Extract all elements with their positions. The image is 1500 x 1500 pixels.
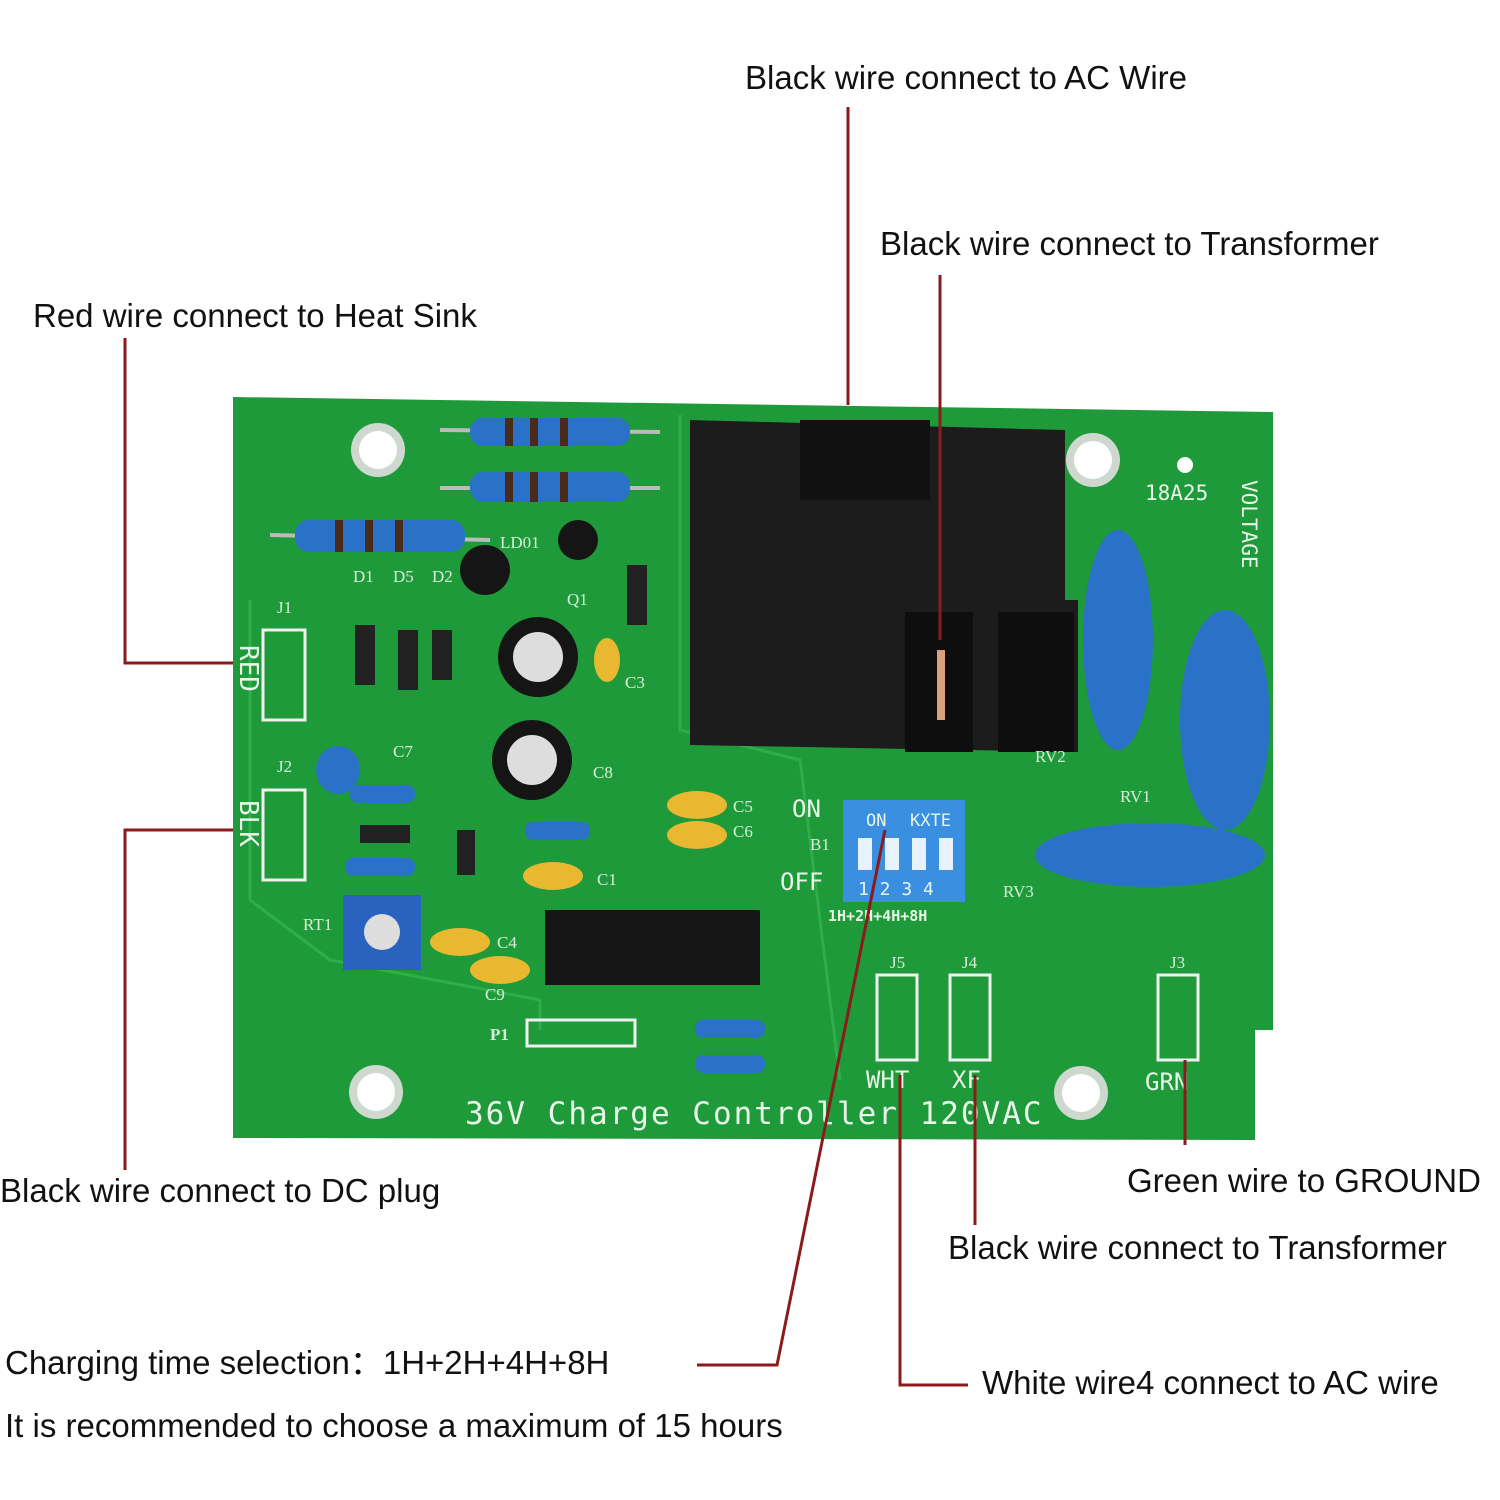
capacitors — [316, 520, 727, 984]
board-title: 36V Charge Controller 120VAC — [465, 1096, 1044, 1132]
callout-dc-plug: Black wire connect to DC plug — [0, 1172, 440, 1209]
d1-label: D1 — [353, 567, 374, 586]
rv2-label: RV2 — [1035, 747, 1066, 766]
d5-label: D5 — [393, 567, 414, 586]
callout-charging-time: Charging time selection：1H+2H+4H+8H — [5, 1344, 609, 1381]
callout-white-wire: White wire4 connect to AC wire — [982, 1364, 1439, 1401]
dip-times: 1H+2H+4H+8H — [828, 907, 927, 925]
j2-label: J2 — [277, 757, 292, 776]
callout-ac-wire: Black wire connect to AC Wire — [745, 59, 1187, 96]
p1-label: P1 — [490, 1025, 509, 1044]
blk-label: BLK — [233, 800, 263, 847]
connectors — [261, 628, 1200, 1062]
c6-label: C6 — [733, 822, 753, 841]
d2-label: D2 — [432, 567, 453, 586]
dip-on-small: ON — [866, 811, 886, 831]
j1-label: J1 — [277, 598, 292, 617]
resistors — [269, 418, 765, 1073]
wht-label: WHT — [866, 1066, 909, 1094]
rt1-label: RT1 — [303, 915, 332, 934]
diodes — [355, 565, 647, 875]
rv1-label: RV1 — [1120, 787, 1151, 806]
callout-ground: Green wire to GROUND — [1127, 1162, 1481, 1199]
c3-label: C3 — [625, 673, 645, 692]
pcb-board: 36V Charge Controller 120VAC 18A25 VOLTA… — [233, 397, 1273, 1140]
c8-label: C8 — [593, 763, 613, 782]
red-label: RED — [233, 645, 263, 692]
grn-label: GRN — [1145, 1068, 1188, 1096]
callout-recommendation: It is recommended to choose a maximum of… — [5, 1407, 783, 1444]
dip-off-label: OFF — [780, 868, 823, 896]
dip-on-label: ON — [792, 795, 821, 823]
ic-chip — [545, 910, 760, 985]
c4-label: C4 — [497, 933, 517, 952]
dip-numbers: 1 2 3 4 — [858, 879, 934, 900]
q1-label: Q1 — [567, 590, 588, 609]
rv3-label: RV3 — [1003, 882, 1034, 901]
dip-switch — [843, 800, 965, 902]
c7-label: C7 — [393, 742, 413, 761]
dip-brand: KXTE — [910, 811, 951, 831]
callout-lines — [123, 107, 1187, 1387]
varistors — [1035, 530, 1270, 887]
c1-label: C1 — [597, 870, 617, 889]
relay — [690, 420, 1078, 752]
j3-label: J3 — [1170, 953, 1185, 972]
callout-transformer-top: Black wire connect to Transformer — [880, 225, 1379, 262]
j5-label: J5 — [890, 953, 905, 972]
callout-heat-sink: Red wire connect to Heat Sink — [33, 297, 477, 334]
board-code: 18A25 — [1145, 481, 1208, 505]
callout-transformer-bottom: Black wire connect to Transformer — [948, 1229, 1447, 1266]
ld01-label: LD01 — [500, 533, 540, 552]
mounting-holes — [349, 423, 1193, 1120]
j4-label: J4 — [962, 953, 978, 972]
c5-label: C5 — [733, 797, 753, 816]
b1-label: B1 — [810, 835, 830, 854]
xf-label: XF — [952, 1066, 981, 1094]
voltage-label: VOLTAGE — [1237, 480, 1261, 569]
c9-label: C9 — [485, 985, 505, 1004]
